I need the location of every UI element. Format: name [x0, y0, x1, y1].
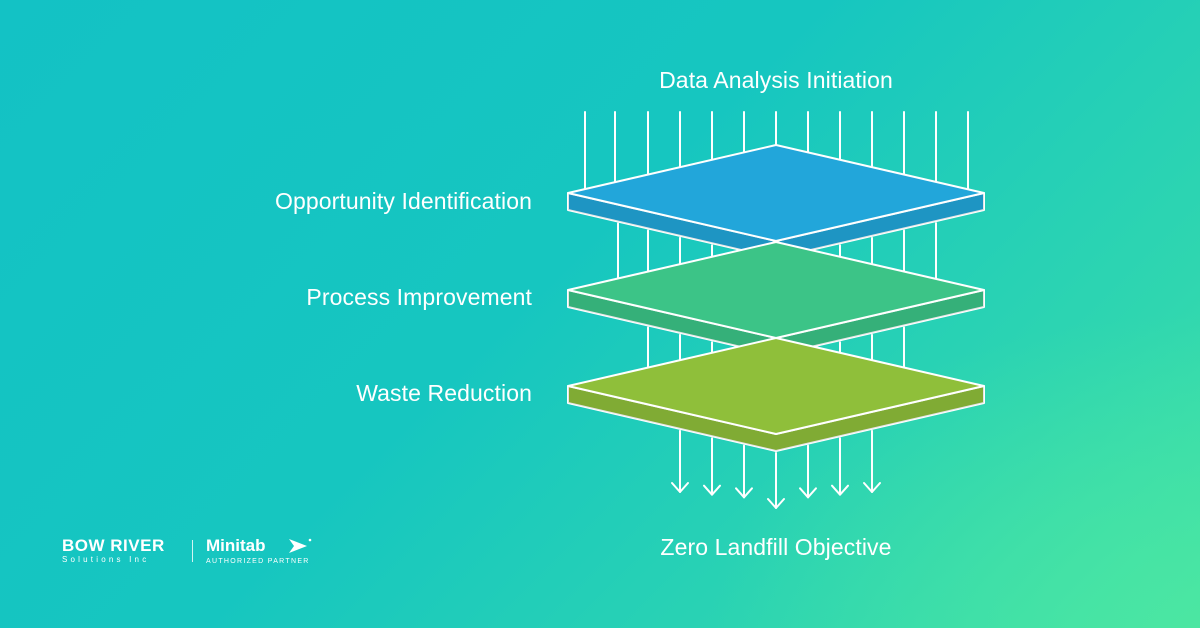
- down-arrow-icon: [703, 437, 721, 496]
- down-arrow-icon: [767, 452, 785, 509]
- bottom-label: Zero Landfill Objective: [660, 534, 892, 560]
- layer-top: [567, 241, 985, 339]
- down-arrow-icon: [799, 444, 817, 499]
- logo-divider: [192, 540, 193, 562]
- top-label: Data Analysis Initiation: [659, 67, 893, 93]
- layer-top: [567, 337, 985, 435]
- outgoing-arrows: [671, 429, 881, 509]
- company-sub: Solutions Inc: [62, 555, 150, 564]
- partner-tag: AUTHORIZED PARTNER: [206, 558, 310, 565]
- down-arrow-icon: [863, 429, 881, 493]
- down-arrow-icon: [831, 437, 849, 496]
- layer-label-waste-reduction: Waste Reduction: [356, 380, 532, 406]
- minitab-arrow-icon: [289, 538, 312, 553]
- layer-label-opportunity-identification: Opportunity Identification: [274, 188, 532, 214]
- layer-side-shade: [568, 386, 984, 451]
- layer-label-process-improvement: Process Improvement: [306, 284, 532, 310]
- down-arrow-icon: [735, 444, 753, 499]
- layer-top: [567, 144, 985, 242]
- layer-waste-reduction: [567, 337, 985, 452]
- down-arrow-icon: [671, 429, 689, 493]
- company-name: BOW RIVER: [62, 536, 165, 555]
- partner-logo: BOW RIVER Solutions Inc Minitab AUTHORIZ…: [62, 536, 362, 568]
- partner-name: Minitab: [206, 536, 266, 555]
